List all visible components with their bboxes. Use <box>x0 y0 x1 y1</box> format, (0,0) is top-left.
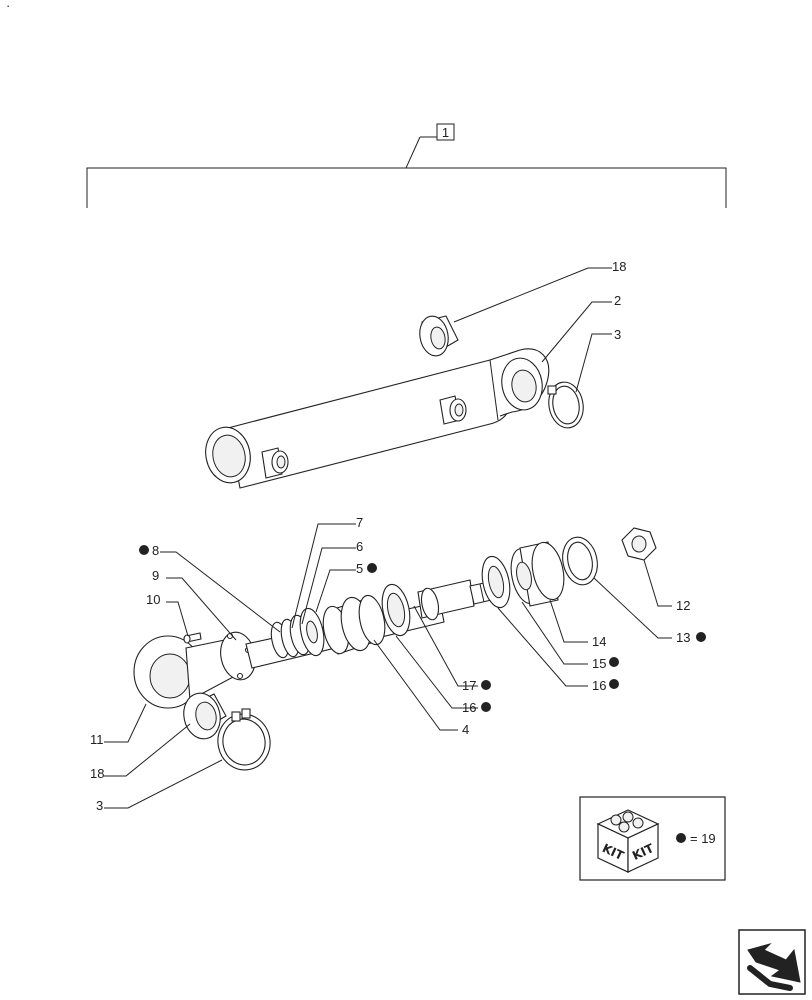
label-7: 7 <box>356 515 363 530</box>
assembly-ref-box <box>436 123 455 141</box>
label-12: 12 <box>676 598 690 613</box>
corner-mark: · <box>6 0 10 13</box>
kit-legend-text: = 19 <box>690 831 716 846</box>
kit-marker-8 <box>139 545 149 555</box>
assembly-bracket: 1 <box>86 123 727 208</box>
label-14: 14 <box>592 634 606 649</box>
label-18-top: 18 <box>612 259 626 274</box>
label-4: 4 <box>462 722 469 737</box>
kit-legend: KIT KIT = 19 <box>579 796 726 881</box>
kit-marker-16-mid <box>481 702 491 712</box>
label-6: 6 <box>356 539 363 554</box>
assembly-ref-label: 1 <box>442 125 449 140</box>
label-9: 9 <box>152 568 159 583</box>
label-10: 10 <box>146 592 160 607</box>
label-13: 13 <box>676 630 690 645</box>
label-16-right: 16 <box>592 678 606 693</box>
label-2: 2 <box>614 293 621 308</box>
label-3-top: 3 <box>614 327 621 342</box>
rod-assembly <box>133 527 657 771</box>
circlip-top <box>547 381 584 429</box>
label-8: 8 <box>152 543 159 558</box>
kit-marker-17 <box>481 680 491 690</box>
part-labels: 18 2 3 7 6 5 8 9 10 11 18 3 12 13 14 15 … <box>90 259 706 813</box>
label-11: 11 <box>90 732 104 747</box>
label-18-bottom: 18 <box>90 766 104 781</box>
bushing-top <box>419 315 459 357</box>
label-15: 15 <box>592 656 606 671</box>
kit-marker-5 <box>367 563 377 573</box>
label-17: 17 <box>462 678 476 693</box>
kit-box-icon: KIT KIT <box>596 809 660 873</box>
label-16-mid: 16 <box>462 700 476 715</box>
cylinder-barrel <box>205 348 550 489</box>
label-3-bottom: 3 <box>96 798 103 813</box>
kit-marker-13 <box>696 632 706 642</box>
kit-marker-15 <box>609 657 619 667</box>
leader-lines <box>104 267 672 809</box>
label-5: 5 <box>356 561 363 576</box>
next-page-arrow-icon[interactable] <box>738 929 806 995</box>
kit-legend-marker <box>676 833 686 843</box>
kit-marker-16-right <box>609 679 619 689</box>
